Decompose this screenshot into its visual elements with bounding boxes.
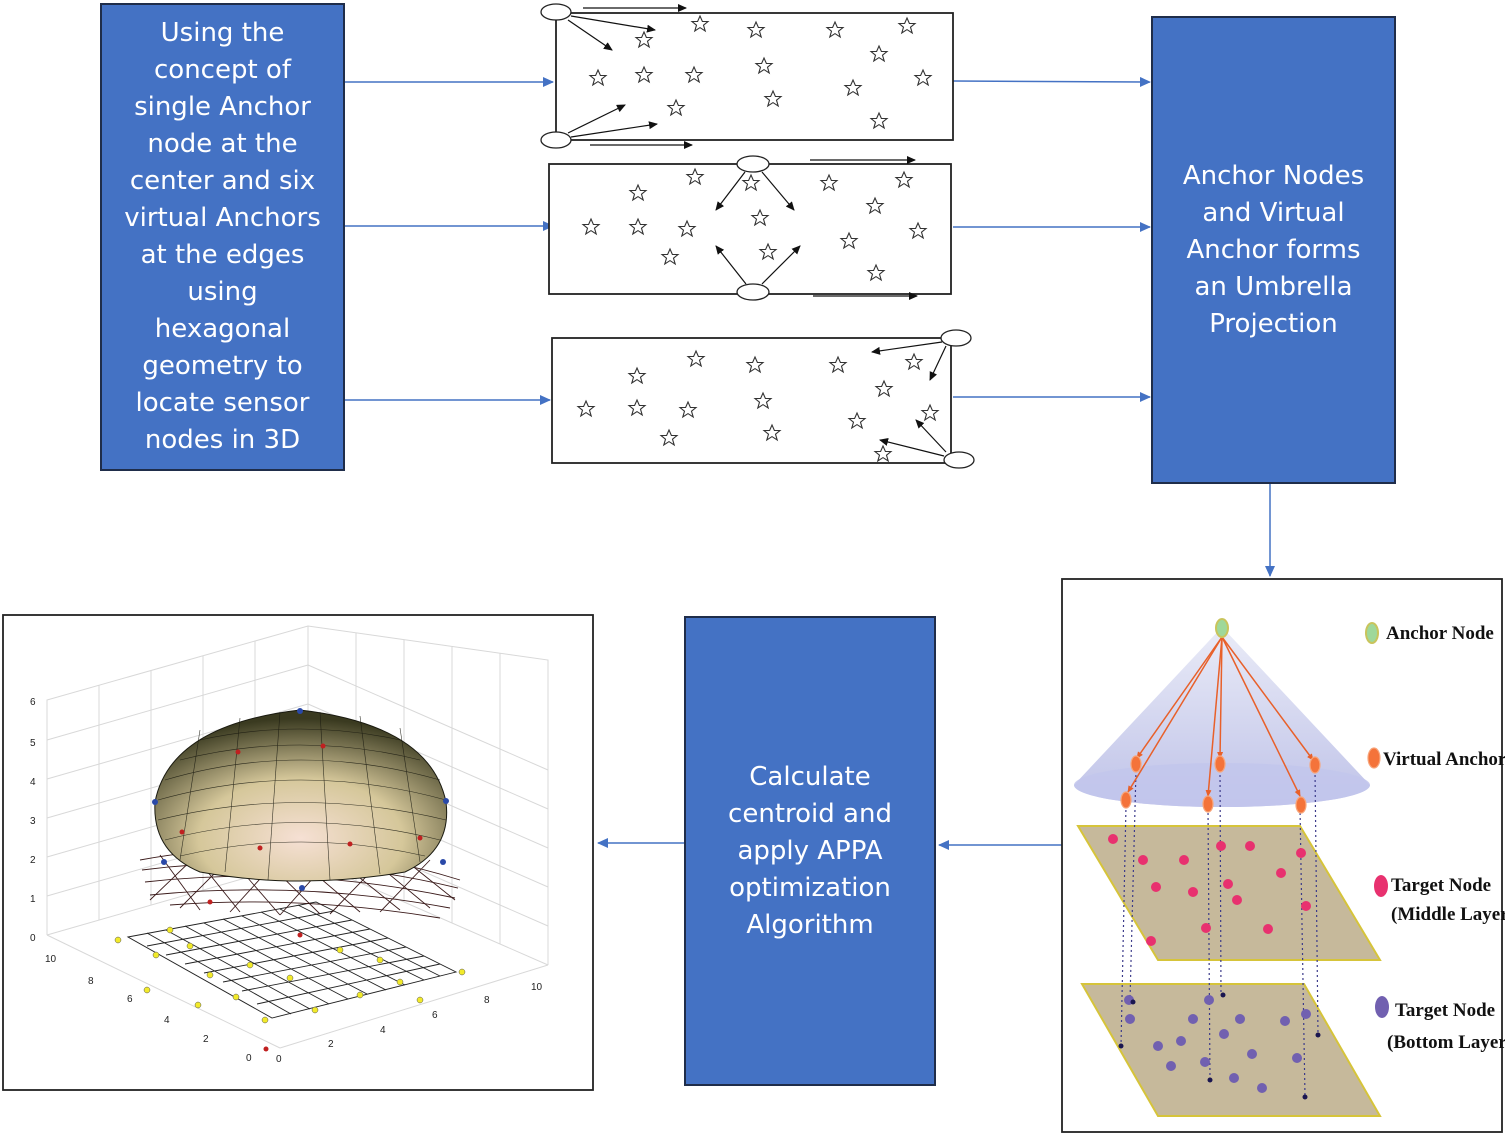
svg-text:4: 4 [380, 1025, 386, 1036]
sensor-field-panel-1 [540, 3, 954, 149]
legend-target-middle-label: Target Node [1391, 875, 1491, 896]
concept-box: Using the concept of single Anchor node … [100, 3, 345, 471]
svg-text:0: 0 [276, 1054, 282, 1065]
legend-target-bottom-marker [1375, 996, 1389, 1018]
umbrella-box: Anchor Nodes and Virtual Anchor forms an… [1151, 16, 1396, 484]
flow-arrows [345, 76, 1275, 850]
centroid-text: Calculate centroid and apply APPA optimi… [728, 761, 892, 940]
umbrella-text: Anchor Nodes and Virtual Anchor forms an… [1182, 160, 1365, 339]
legend-virtual-label: Virtual Anchors [1383, 749, 1505, 770]
z-axis-ticks: 0 1 2 3 4 5 6 [30, 697, 36, 944]
legend-target-bottom-label: Target Node [1395, 1000, 1495, 1021]
svg-text:4: 4 [30, 777, 36, 788]
svg-text:6: 6 [30, 697, 36, 708]
surface-plot-panel: 0 1 2 3 4 5 6 0 2 4 6 8 10 0 2 4 6 8 10 [2, 614, 594, 1091]
y-axis-ticks: 0 2 4 6 8 10 [45, 954, 252, 1064]
svg-text:0: 0 [30, 933, 36, 944]
centroid-box: Calculate centroid and apply APPA optimi… [684, 616, 936, 1086]
svg-text:1: 1 [30, 894, 36, 905]
sensor-field-panel-3 [551, 329, 975, 469]
legend-target-middle-marker [1374, 875, 1388, 897]
legend-anchor-marker [1365, 622, 1379, 644]
sensor-field-panel-2 [548, 155, 952, 301]
svg-text:10: 10 [45, 954, 57, 965]
legend-target-middle-sub: (Middle Layer) [1391, 904, 1505, 925]
svg-text:0: 0 [246, 1053, 252, 1064]
legend-target-bottom-sub: (Bottom Layer) [1387, 1032, 1505, 1053]
svg-text:8: 8 [88, 976, 94, 987]
svg-text:2: 2 [328, 1039, 334, 1050]
legend-anchor-label: Anchor Node [1386, 623, 1494, 644]
svg-text:2: 2 [203, 1034, 209, 1045]
svg-text:6: 6 [432, 1010, 438, 1021]
svg-text:5: 5 [30, 738, 36, 749]
svg-text:3: 3 [30, 816, 36, 827]
svg-text:10: 10 [531, 982, 543, 993]
legend-virtual-marker [1367, 747, 1381, 769]
svg-text:2: 2 [30, 855, 36, 866]
svg-text:4: 4 [164, 1015, 170, 1026]
svg-text:6: 6 [127, 994, 133, 1005]
x-axis-ticks: 0 2 4 6 8 10 [276, 982, 543, 1065]
umbrella-projection-panel: Anchor Node Virtual Anchors Target Node … [1061, 578, 1505, 1133]
concept-text: Using the concept of single Anchor node … [124, 18, 321, 455]
svg-text:8: 8 [484, 995, 490, 1006]
